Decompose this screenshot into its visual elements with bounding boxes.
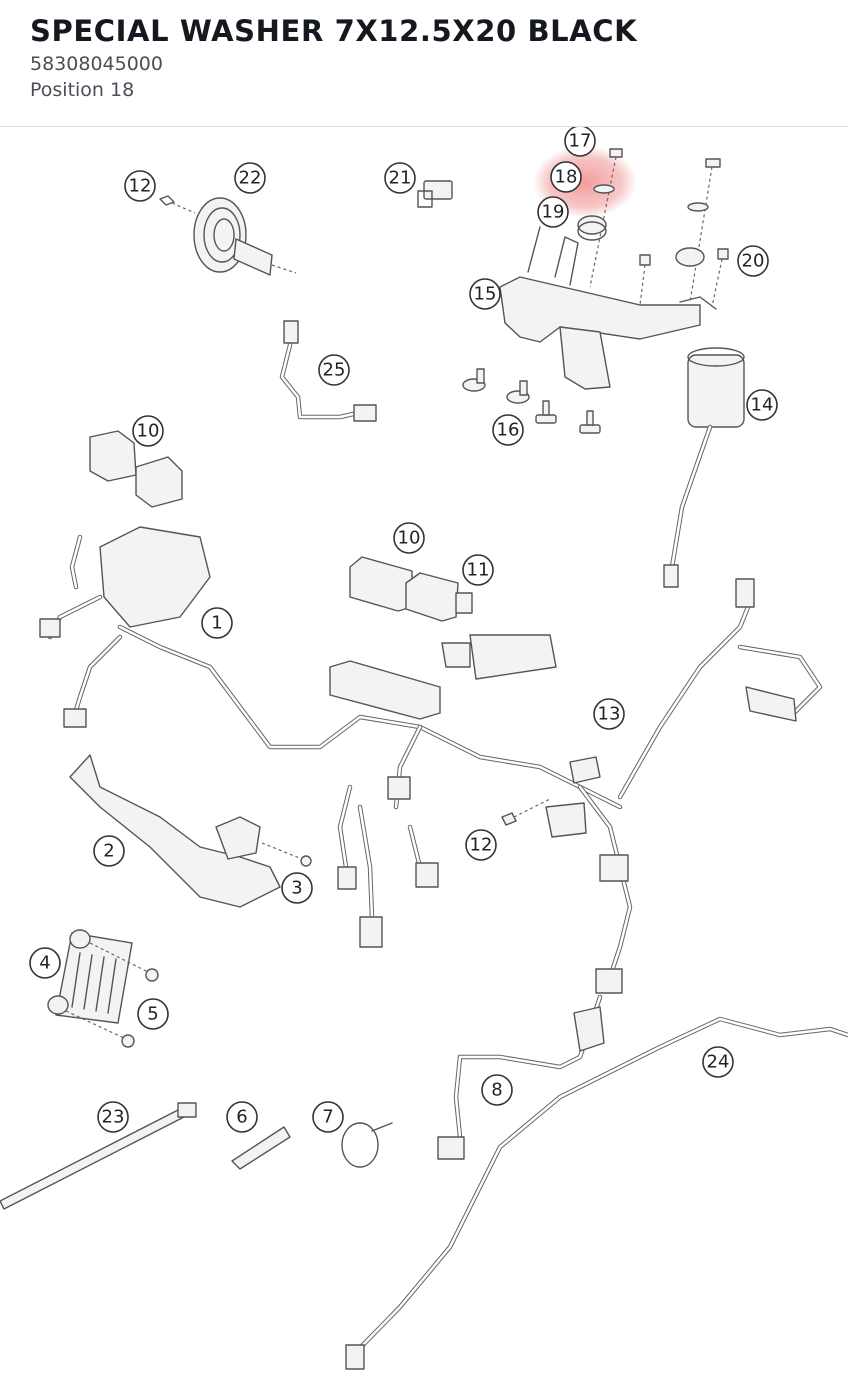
- part-screw-12-b[interactable]: [501, 798, 551, 826]
- callout-7[interactable]: 7: [312, 1101, 344, 1133]
- svg-text:20: 20: [742, 251, 765, 272]
- callout-1[interactable]: 1: [201, 607, 233, 639]
- svg-text:3: 3: [291, 878, 302, 899]
- part-harness-24[interactable]: [345, 1016, 848, 1370]
- part-bushing-19[interactable]: [577, 215, 607, 241]
- part-bushing-19-b[interactable]: [675, 158, 721, 303]
- part-horn[interactable]: [159, 195, 297, 276]
- callout-5[interactable]: 5: [137, 998, 169, 1030]
- callout-11[interactable]: 11: [462, 554, 494, 586]
- svg-text:23: 23: [102, 1107, 125, 1128]
- part-regulator-4[interactable]: [47, 929, 133, 1024]
- part-screw-3[interactable]: [261, 842, 312, 867]
- svg-text:8: 8: [491, 1080, 502, 1101]
- part-number: 58308045000: [30, 53, 163, 75]
- svg-text:2: 2: [103, 841, 114, 862]
- part-fuse-11[interactable]: [455, 592, 473, 614]
- callout-23[interactable]: 23: [97, 1101, 129, 1133]
- svg-text:4: 4: [39, 953, 50, 974]
- svg-text:14: 14: [751, 395, 774, 416]
- part-clip-6[interactable]: [231, 1126, 291, 1170]
- part-sensor-14[interactable]: [663, 347, 745, 588]
- svg-text:16: 16: [497, 420, 520, 441]
- svg-text:1: 1: [211, 613, 222, 634]
- part-main-harness-1[interactable]: [39, 526, 823, 994]
- callout-6[interactable]: 6: [226, 1101, 258, 1133]
- svg-text:10: 10: [137, 421, 160, 442]
- part-bracket-2[interactable]: [69, 754, 281, 908]
- callout-3[interactable]: 3: [281, 872, 313, 904]
- part-screw-20[interactable]: [639, 248, 729, 308]
- svg-text:13: 13: [598, 704, 621, 725]
- part-bracket-15[interactable]: [499, 226, 717, 390]
- part-screw-5[interactable]: [65, 942, 159, 1048]
- svg-text:19: 19: [542, 202, 565, 223]
- svg-text:6: 6: [236, 1107, 247, 1128]
- part-cable-tie-7[interactable]: [341, 1122, 393, 1168]
- callout-25[interactable]: 25: [318, 354, 350, 386]
- svg-text:5: 5: [147, 1004, 158, 1025]
- part-buffer-16[interactable]: [462, 368, 601, 434]
- callout-16[interactable]: 16: [492, 414, 524, 446]
- callout-24[interactable]: 24: [702, 1046, 734, 1078]
- callout-13[interactable]: 13: [593, 698, 625, 730]
- callout-19[interactable]: 19: [537, 196, 569, 228]
- callout-22[interactable]: 22: [234, 162, 266, 194]
- svg-text:10: 10: [398, 528, 421, 549]
- part-relay-10-b[interactable]: [349, 556, 459, 622]
- callout-8[interactable]: 8: [481, 1074, 513, 1106]
- part-washer-18[interactable]: [593, 184, 615, 194]
- svg-text:24: 24: [707, 1052, 730, 1073]
- part-relay-10-a[interactable]: [89, 430, 183, 508]
- svg-text:21: 21: [389, 168, 412, 189]
- callout-10-b[interactable]: 10: [393, 522, 425, 554]
- svg-text:25: 25: [323, 360, 346, 381]
- callout-18[interactable]: 18: [550, 161, 582, 193]
- callout-21[interactable]: 21: [384, 162, 416, 194]
- callout-17[interactable]: 17: [564, 127, 596, 157]
- callout-14[interactable]: 14: [746, 389, 778, 421]
- part-harness-25[interactable]: [279, 320, 377, 422]
- callout-12-a[interactable]: 12: [124, 170, 156, 202]
- part-connector-21[interactable]: [417, 180, 453, 208]
- svg-text:7: 7: [322, 1107, 333, 1128]
- part-header: SPECIAL WASHER 7X12.5X20 BLACK 583080450…: [0, 0, 848, 127]
- part-title: SPECIAL WASHER 7X12.5X20 BLACK: [30, 14, 638, 48]
- callout-2[interactable]: 2: [93, 835, 125, 867]
- part-position: Position 18: [30, 79, 135, 101]
- callout-20[interactable]: 20: [737, 245, 769, 277]
- exploded-parts-diagram: 12 22 21 17 18 19 20 15 25 16 14 10 10 1…: [0, 127, 848, 1390]
- svg-text:18: 18: [555, 167, 578, 188]
- svg-text:22: 22: [239, 168, 262, 189]
- svg-text:12: 12: [470, 835, 493, 856]
- diagram-canvas: 12 22 21 17 18 19 20 15 25 16 14 10 10 1…: [0, 127, 848, 1370]
- svg-text:11: 11: [467, 560, 490, 581]
- callout-12-b[interactable]: 12: [465, 829, 497, 861]
- svg-text:12: 12: [129, 176, 152, 197]
- callout-10-a[interactable]: 10: [132, 415, 164, 447]
- callout-15[interactable]: 15: [469, 278, 501, 310]
- part-harness-8[interactable]: [437, 994, 605, 1160]
- callout-4[interactable]: 4: [29, 947, 61, 979]
- part-cable-tie-23[interactable]: [0, 1102, 197, 1210]
- svg-text:15: 15: [474, 284, 497, 305]
- svg-text:17: 17: [569, 131, 592, 152]
